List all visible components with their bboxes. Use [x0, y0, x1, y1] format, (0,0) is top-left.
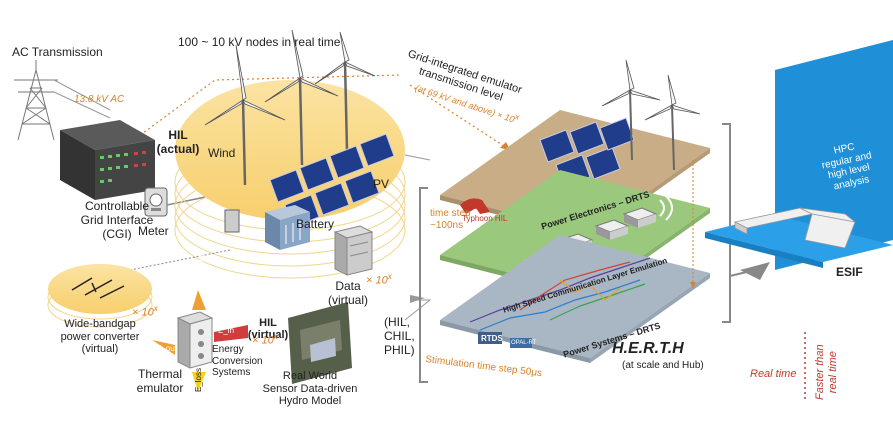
hil-virtual-multiplier: × 10x — [252, 332, 278, 347]
esif-building-icon — [733, 207, 856, 249]
hil-actual-text: HIL (actual) — [156, 127, 200, 156]
nodes-title: 100 ~ 10 kV nodes in real time — [178, 35, 341, 49]
wbg-disc — [47, 264, 153, 328]
hil-virtual-text: HIL (virtual) — [247, 316, 289, 342]
cgi-label: Controllable Grid Interface (CGI) — [80, 199, 154, 241]
cgi-rack-icon — [60, 120, 155, 200]
e-loss-label: E_loss — [194, 367, 203, 392]
ac-transmission-label: AC Transmission — [12, 45, 103, 59]
rtds-logo-icon — [478, 332, 502, 344]
wbg-multiplier-exp: x — [153, 304, 158, 313]
disc-connection-lines — [404, 154, 432, 321]
meter-icon — [144, 187, 168, 217]
data-multiplier: × 10x — [366, 272, 392, 287]
rtds-label: RTDS — [481, 334, 503, 343]
hil-virtual-multiplier-base: × 10 — [252, 334, 274, 347]
typhoon-logo-icon — [460, 198, 490, 214]
typhoon-hil-label: Typhoon HIL — [462, 214, 508, 223]
pe-wind-turbine-icon — [601, 59, 701, 171]
opal-rt-label: OPAL-RT — [511, 340, 537, 346]
herth-title: H.E.R.T.H — [612, 340, 684, 357]
e-out-label: E_out — [156, 344, 177, 353]
hil-virtual-multiplier-exp: x — [273, 332, 278, 341]
connection-cgi-hil — [119, 74, 401, 151]
hydro-model-image — [288, 302, 352, 384]
thermal-emulator-icon — [152, 290, 248, 392]
thermal-emulator-label: Thermal emulator — [136, 367, 184, 395]
e-in-label: E_in — [218, 326, 235, 335]
connection-wbg — [129, 249, 231, 271]
arrow-to-herth — [410, 295, 425, 303]
real-time-label: Real time — [750, 368, 797, 380]
cabinet-icon — [224, 209, 240, 233]
faster-than-real-time-label: Faster than real time — [814, 344, 839, 400]
energy-conversion-label: Energy Conversion Systems — [212, 344, 263, 378]
hil-chil-phil-label: (HIL, CHIL, PHIL) — [384, 315, 415, 357]
pv-label: PV — [373, 177, 390, 191]
hil-virtual-label: HIL (virtual) — [246, 304, 290, 342]
e-voltage-label: E_voltage — [196, 250, 205, 286]
herth-bracket — [419, 187, 428, 383]
battery-icon — [265, 205, 310, 250]
wind-label: Wind — [208, 146, 236, 160]
data-multiplier-exp: x — [387, 272, 392, 281]
wbg-label: Wide-bandgap power converter (virtual) — [60, 318, 140, 356]
wbg-multiplier-base: × 10 — [132, 306, 154, 319]
opal-rt-logo-icon — [510, 338, 532, 348]
esif-label: ESIF — [836, 265, 863, 279]
data-multiplier-base: × 10 — [366, 274, 388, 287]
solar-panel-array-icon — [269, 133, 395, 228]
right-bracket — [722, 123, 731, 323]
wbg-multiplier: × 10x — [132, 304, 158, 319]
meter-label: Meter — [138, 224, 169, 238]
data-server-icon — [333, 225, 374, 276]
pe-solar-panels-icon — [539, 117, 635, 188]
battery-label: Battery — [296, 217, 335, 231]
transmission-tower-icon — [14, 60, 111, 141]
wind-turbine-icon — [204, 29, 376, 186]
time-step-label: time step ~100ns — [430, 208, 471, 231]
grid-network-icon — [469, 257, 651, 331]
herth-sub: (at scale and Hub) — [622, 360, 704, 371]
data-virtual-label: Data (virtual) — [327, 279, 368, 307]
hil-actual-label: HIL (actual) — [148, 115, 208, 156]
hydro-label: Real World Sensor Data-driven Hydro Mode… — [262, 370, 358, 408]
ac-voltage-label: 13.8 kV AC — [74, 94, 125, 105]
